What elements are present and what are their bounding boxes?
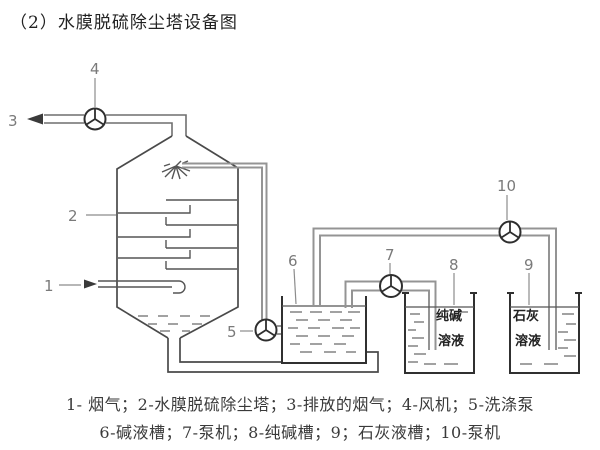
lime-tank-walls: [509, 293, 580, 374]
figure-title: （2）水膜脱硫除尘塔设备图: [10, 13, 238, 33]
soda-tank: 纯碱 溶液 8: [402, 256, 477, 374]
wash-pump-blades-icon: [257, 320, 275, 337]
equipment-diagram: 3 4 2 1: [8, 60, 582, 374]
label-5: 5: [227, 323, 237, 341]
label-9: 9: [524, 256, 534, 274]
scrubber-tower: 2: [68, 135, 239, 339]
lime-tank-liquid: [520, 313, 576, 365]
soda-tank-liquid: [408, 311, 468, 365]
fan-blades-icon: [86, 109, 104, 126]
caption-line-2: 6-碱液槽；7-泵机；8-纯碱槽；9；石灰液槽；10-泵机: [99, 423, 501, 442]
lime-transfer-line: 10: [312, 177, 557, 350]
spray-feed-pipe: [182, 162, 268, 320]
fan-duct-pipe: [106, 114, 187, 136]
label-6: 6: [288, 252, 298, 270]
pump-7-blades-icon: [381, 275, 401, 293]
label-6-leader: [293, 268, 297, 305]
alkali-tank-walls: [281, 296, 367, 364]
pump10-suction-pipe: [520, 227, 557, 350]
fan: 4: [83, 60, 107, 131]
alkali-tank: 6: [281, 252, 367, 364]
pump7-right-pipe: [402, 280, 437, 350]
tower-shell: [116, 135, 239, 339]
inlet-pipe: [98, 280, 186, 294]
label-3: 3: [8, 112, 18, 130]
lime-tank-text-2: 溶液: [515, 333, 541, 349]
soda-tank-text-2: 溶液: [438, 333, 464, 349]
inlet-arrow-icon: [84, 279, 97, 289]
lime-tank: 石灰 溶液 9: [507, 256, 582, 374]
tower-liquid: [138, 315, 210, 332]
flue-gas-inlet: 1: [44, 277, 186, 295]
soda-tank-text-1: 纯碱: [436, 308, 462, 324]
label-8: 8: [449, 256, 459, 274]
lime-tank-text-1: 石灰: [512, 308, 539, 324]
label-10: 10: [497, 177, 516, 195]
exhaust-pipe: [44, 114, 84, 124]
pump-10-blades-icon: [501, 222, 519, 239]
transfer-pump-7: 7: [344, 246, 437, 350]
pump10-discharge-pipe: [312, 227, 500, 305]
tray-stack-right: [165, 199, 237, 270]
pump7-left-pipe: [344, 280, 380, 308]
soda-tank-walls: [404, 293, 475, 374]
label-4: 4: [90, 60, 100, 78]
alkali-tank-liquid: [288, 311, 360, 353]
label-1: 1: [44, 277, 54, 295]
tray-stack-left: [118, 205, 191, 259]
spray-feed-line: 5: [182, 162, 282, 342]
drain-trough: [167, 338, 379, 373]
label-7: 7: [385, 246, 395, 264]
exhaust-outlet: 3: [8, 112, 84, 130]
exhaust-arrow-icon: [27, 113, 43, 125]
caption-line-1: 1- 烟气；2-水膜脱硫除尘塔；3-排放的烟气；4-风机；5-洗涤泵: [65, 395, 535, 414]
label-2: 2: [68, 207, 78, 225]
